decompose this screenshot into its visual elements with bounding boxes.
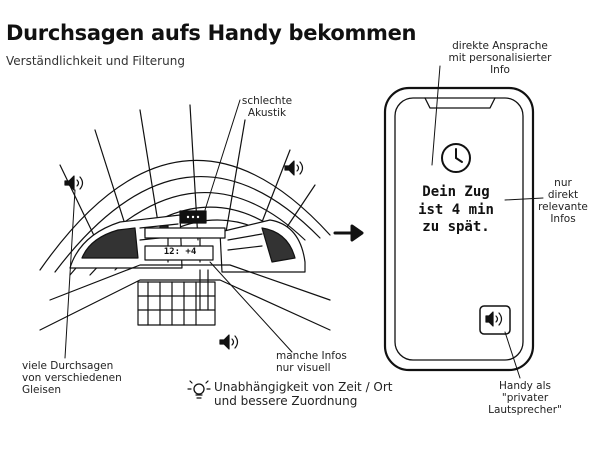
note-viele-durchsagen: viele Durchsagen von verschiedenen Gleis… bbox=[22, 360, 122, 397]
clock-icon bbox=[441, 143, 471, 173]
phone-message: Dein Zug ist 4 min zu spät. bbox=[418, 184, 494, 235]
page-title: Durchsagen aufs Handy bekommen bbox=[6, 21, 417, 45]
note-manche-infos: manche Infos nur visuell bbox=[276, 350, 347, 375]
train-right bbox=[219, 219, 306, 273]
note-direkte-ansprache: direkte Ansprache mit personalisierter I… bbox=[448, 40, 552, 77]
note-handy-lautsprecher: Handy als "privater Lautsprecher" bbox=[488, 380, 562, 417]
arrow-right-icon bbox=[333, 224, 364, 242]
platform bbox=[39, 210, 331, 331]
phone-speaker-button bbox=[479, 305, 511, 335]
footer-note: Unabhängigkeit von Zeit / Ort und besser… bbox=[214, 380, 393, 408]
station-board: 12: +4 bbox=[163, 247, 197, 257]
speaker-icon bbox=[64, 175, 84, 191]
speaker-icon bbox=[219, 334, 239, 350]
note-schlechte-akustik: schlechte Akustik bbox=[241, 95, 293, 120]
lightbulb-icon bbox=[187, 380, 211, 399]
staircase bbox=[137, 269, 216, 326]
speaker-icon bbox=[284, 160, 304, 176]
page-subtitle: Verständlichkeit und Filterung bbox=[6, 54, 185, 68]
phone-frame bbox=[383, 86, 535, 372]
note-nur-relevante-infos: nur direkt relevante Infos bbox=[538, 177, 588, 226]
